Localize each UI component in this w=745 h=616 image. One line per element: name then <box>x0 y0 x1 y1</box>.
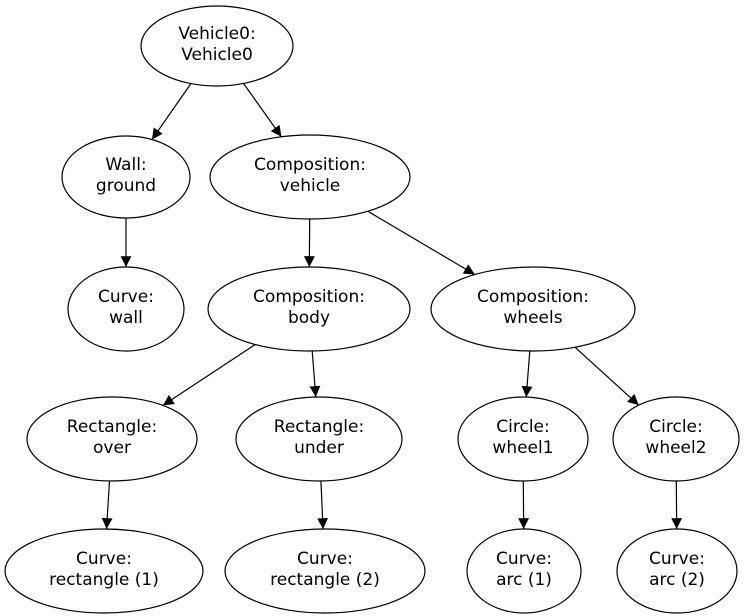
node-label-curve_rectangle_1: Curve:rectangle (1) <box>49 549 159 590</box>
node-ellipse-circle_wheel1 <box>457 396 589 482</box>
edge-composition_body-to-rectangle_over <box>162 343 256 406</box>
node-wall_ground: Wall:ground <box>61 135 191 219</box>
node-label-circle_wheel1: Circle:wheel1 <box>492 417 553 458</box>
node-curve_arc_1: Curve:arc (1) <box>466 528 582 614</box>
node-label-circle_wheel2: Circle:wheel2 <box>645 417 706 458</box>
node-ellipse-rectangle_under <box>235 396 403 482</box>
node-ellipse-curve_arc_1 <box>466 528 582 614</box>
edge-vehicle0-to-composition_vehicle <box>243 83 282 138</box>
node-circle_wheel1: Circle:wheel1 <box>457 396 589 482</box>
node-ellipse-curve_rectangle_2 <box>224 528 426 614</box>
node-ellipse-circle_wheel2 <box>612 396 740 482</box>
node-label-wall_ground: Wall:ground <box>96 155 156 196</box>
edge-rectangle_under-to-curve_rectangle_2 <box>317 480 328 530</box>
node-ellipse-curve_arc_2 <box>616 528 738 614</box>
node-ellipse-wall_ground <box>61 135 191 219</box>
node-composition_body: Composition:body <box>207 266 411 352</box>
node-label-composition_body: Composition:body <box>253 287 365 328</box>
node-ellipse-curve_rectangle_1 <box>4 528 204 614</box>
node-label-curve_rectangle_2: Curve:rectangle (2) <box>270 549 380 590</box>
node-label-curve_arc_2: Curve:arc (2) <box>649 549 705 590</box>
node-label-composition_wheels: Composition:wheels <box>477 287 589 328</box>
node-rectangle_over: Rectangle:over <box>26 396 198 482</box>
node-ellipse-composition_wheels <box>430 266 636 352</box>
node-ellipse-composition_vehicle <box>209 134 411 220</box>
node-circle_wheel2: Circle:wheel2 <box>612 396 740 482</box>
node-label-rectangle_over: Rectangle:over <box>67 417 157 458</box>
node-ellipse-composition_body <box>207 266 411 352</box>
node-label-vehicle0: Vehicle0:Vehicle0 <box>178 24 255 65</box>
edge-composition_vehicle-to-composition_wheels <box>367 210 476 276</box>
edge-vehicle0-to-wall_ground <box>151 83 192 140</box>
edge-composition_body-to-rectangle_under <box>309 350 321 398</box>
edge-rectangle_over-to-curve_rectangle_1 <box>101 480 113 530</box>
node-composition_wheels: Composition:wheels <box>430 266 636 352</box>
node-ellipse-rectangle_over <box>26 396 198 482</box>
node-rectangle_under: Rectangle:under <box>235 396 403 482</box>
node-composition_vehicle: Composition:vehicle <box>209 134 411 220</box>
node-vehicle0: Vehicle0:Vehicle0 <box>140 5 294 87</box>
node-ellipse-curve_wall <box>67 266 185 352</box>
node-label-rectangle_under: Rectangle:under <box>274 417 364 458</box>
node-label-curve_wall: Curve:wall <box>98 287 154 328</box>
node-curve_arc_2: Curve:arc (2) <box>616 528 738 614</box>
node-curve_wall: Curve:wall <box>67 266 185 352</box>
node-curve_rectangle_1: Curve:rectangle (1) <box>4 528 204 614</box>
node-label-composition_vehicle: Composition:vehicle <box>254 155 366 196</box>
node-label-curve_arc_1: Curve:arc (1) <box>496 549 552 590</box>
node-curve_rectangle_2: Curve:rectangle (2) <box>224 528 426 614</box>
edge-composition_wheels-to-circle_wheel1 <box>521 350 533 398</box>
node-ellipse-vehicle0 <box>140 5 294 87</box>
edge-composition_wheels-to-circle_wheel2 <box>574 346 640 406</box>
